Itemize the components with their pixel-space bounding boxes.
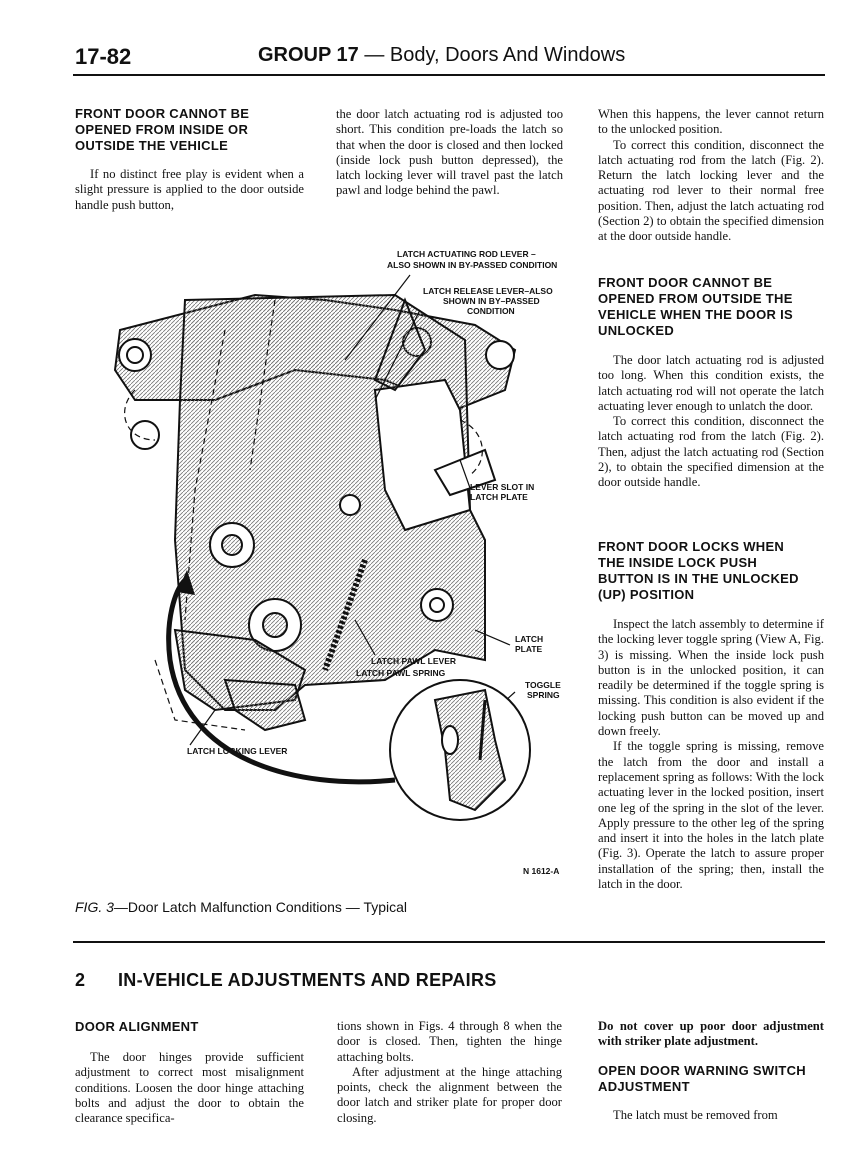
col3-block-2: The door latch actuating rod is adjusted… (598, 353, 824, 491)
heading-door-alignment: DOOR ALIGNMENT (75, 1019, 199, 1034)
heading-open-door-warning: OPEN DOOR WARNING SWITCH ADJUSTMENT (598, 1063, 806, 1094)
bottom-col3: The latch must be removed from (598, 1108, 824, 1123)
heading-locks-when-unlocked: FRONT DOOR LOCKS WHEN THE INSIDE LOCK PU… (598, 539, 799, 602)
bottom-col1: The door hinges provide sufficient adjus… (75, 1050, 304, 1126)
col3-p4: To correct this condition, disconnect th… (598, 414, 824, 490)
label-rod-lever-1: LATCH ACTUATING ROD LEVER – (397, 249, 536, 259)
label-locking-lever: LATCH LOCKING LEVER (187, 746, 287, 756)
bottom-col2-p2: After adjustment at the hinge attaching … (337, 1064, 562, 1125)
door-alignment-text: The door hinges provide sufficient adjus… (75, 1050, 304, 1126)
col3-p3: The door latch actuating rod is adjusted… (598, 353, 824, 413)
col3-p5: Inspect the latch assembly to determine … (598, 617, 824, 739)
label-slot-1: LEVER SLOT IN (470, 482, 534, 492)
label-release-1: LATCH RELEASE LEVER–ALSO (423, 286, 553, 296)
bottom-col2-p1: tions shown in Figs. 4 through 8 when th… (337, 1019, 562, 1064)
label-release-2: SHOWN IN BY–PASSED (443, 296, 540, 306)
label-plate-1: LATCH (515, 634, 543, 644)
view-a-arrow (166, 578, 396, 785)
caption-text: —Door Latch Malfunction Conditions — Typ… (113, 899, 408, 915)
col1-paragraph: If no distinct free play is evident when… (75, 167, 304, 213)
col2-paragraph: the door latch actuating rod is adjusted… (336, 107, 563, 199)
label-slot-2: LATCH PLATE (470, 492, 528, 502)
door-latch-figure: LATCH ACTUATING ROD LEVER – ALSO SHOWN I… (113, 249, 561, 876)
running-header: GROUP 17 — Body, Doors And Windows (258, 44, 625, 67)
label-release-3: CONDITION (467, 306, 515, 316)
section-number: 2 (75, 970, 86, 990)
label-pawl-spring: LATCH PAWL SPRING (356, 668, 446, 678)
col3-p2: To correct this condition, disconnect th… (598, 137, 824, 244)
section-rule (73, 941, 825, 943)
col3-p6: If the toggle spring is missing, remove … (598, 739, 824, 892)
label-pawl-lever: LATCH PAWL LEVER (371, 656, 456, 666)
heading-cannot-open-outside-unlocked: FRONT DOOR CANNOT BE OPENED FROM OUTSIDE… (598, 275, 793, 338)
label-rod-lever-2: ALSO SHOWN IN BY-PASSED CONDITION (387, 260, 557, 270)
heading-cannot-open-inside-outside: FRONT DOOR CANNOT BE OPENED FROM INSIDE … (75, 106, 250, 153)
col2-text: the door latch actuating rod is adjusted… (336, 107, 563, 198)
page-number: 17-82 (75, 44, 132, 69)
caption-prefix: FIG. 3 (75, 899, 114, 915)
bottom-col2: tions shown in Figs. 4 through 8 when th… (337, 1019, 562, 1126)
header-subtitle: — Body, Doors And Windows (358, 44, 626, 66)
group-label: GROUP 17 (258, 44, 359, 66)
striker-note: Do not cover up poor door adjustment wit… (598, 1019, 824, 1049)
col3-block-3: Inspect the latch assembly to determine … (598, 617, 824, 892)
col3-p1: When this happens, the lever cannot retu… (598, 107, 824, 137)
header-rule (73, 74, 825, 76)
col1-text: If no distinct free play is evident when… (75, 167, 304, 212)
warning-switch-text: The latch must be removed from (613, 1108, 778, 1122)
view-a-detail (389, 679, 531, 821)
figure-code: N 1612-A (523, 866, 559, 876)
label-toggle-1: TOGGLE (525, 680, 561, 690)
col3-block-1: When this happens, the lever cannot retu… (598, 107, 824, 245)
figure-caption: FIG. 3—Door Latch Malfunction Conditions… (75, 899, 407, 915)
label-toggle-2: SPRING (527, 690, 560, 700)
label-plate-2: PLATE (515, 644, 543, 654)
section-title: IN-VEHICLE ADJUSTMENTS AND REPAIRS (118, 970, 497, 990)
